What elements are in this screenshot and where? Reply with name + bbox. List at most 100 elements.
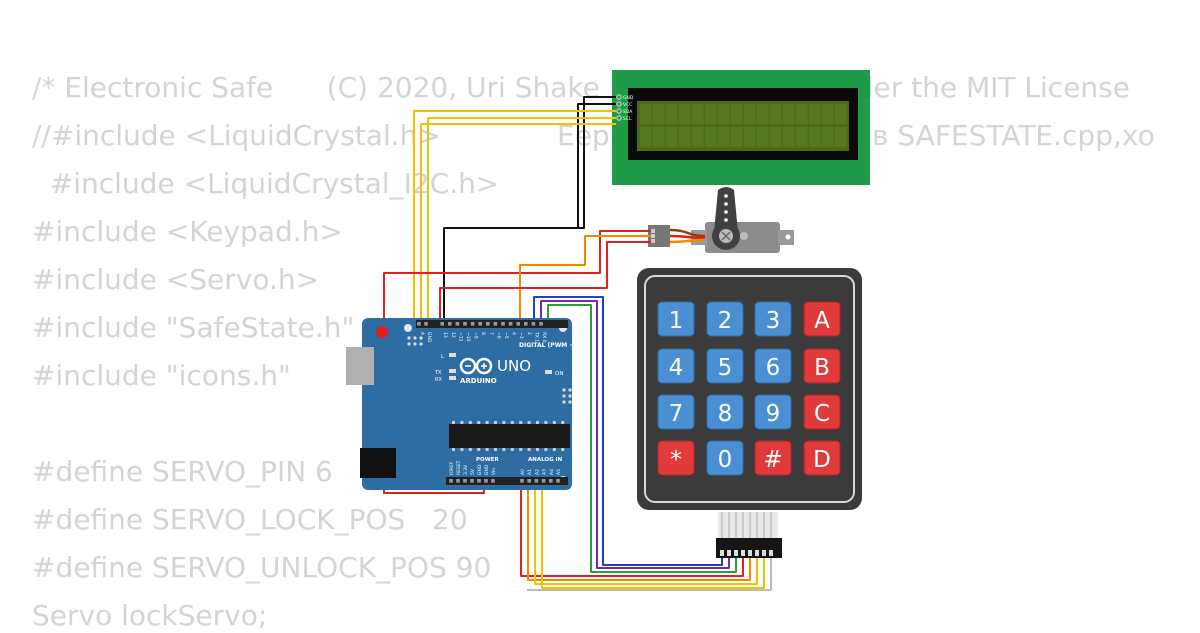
chip-pin — [510, 421, 514, 424]
keypad-key[interactable]: B — [803, 348, 841, 384]
wire-orange — [527, 482, 751, 581]
wire-yellow — [420, 123, 616, 325]
lcd-pin-label: GND — [623, 95, 634, 101]
lcd-cell — [653, 104, 665, 124]
header-pin — [524, 322, 528, 326]
key-label: B — [814, 355, 830, 381]
code-line: #include "SafeState.h" — [32, 311, 354, 345]
lcd-cell — [757, 104, 769, 124]
code-text: #include <Keypad.h> — [32, 215, 343, 248]
key-label: # — [763, 447, 782, 473]
reset-button-icon[interactable] — [376, 326, 388, 338]
keypad-key[interactable]: # — [754, 440, 792, 476]
keypad-key[interactable]: 1 — [657, 301, 695, 337]
pin-label: 12 — [450, 332, 456, 338]
servo-gear — [740, 232, 748, 240]
chip-pin — [502, 421, 506, 424]
key-cap — [657, 301, 695, 337]
pin-label: GND — [477, 464, 483, 475]
pin-label: 7 — [488, 332, 494, 335]
chip-pin — [502, 448, 506, 451]
keypad-key[interactable]: * — [657, 440, 695, 476]
header-pin — [556, 479, 560, 483]
servo-horn — [714, 187, 738, 232]
lcd-pin — [616, 94, 622, 100]
keypad-key[interactable]: 5 — [706, 348, 744, 384]
key-label: * — [670, 447, 682, 473]
keypad-key[interactable]: 6 — [754, 348, 792, 384]
icsp-header — [562, 388, 572, 404]
code-line: #define SERVO_UNLOCK_POS 90 — [32, 551, 491, 585]
chip-pin — [494, 421, 497, 424]
key-cap — [803, 348, 841, 384]
lcd-pin — [616, 101, 622, 107]
keypad-key[interactable]: A — [803, 301, 841, 337]
pin-label: RX 0 — [541, 332, 547, 343]
wire-black — [443, 96, 616, 325]
pin-label: 13 — [442, 332, 448, 338]
pin-label: IOREF — [449, 461, 455, 475]
header-pin — [449, 479, 453, 483]
servo-connector-pin — [651, 229, 655, 233]
keypad-key[interactable]: 0 — [706, 440, 744, 476]
header-pin — [493, 322, 498, 326]
lcd-cell — [744, 127, 756, 147]
code-text: #include <Servo.h> — [32, 263, 320, 296]
header-pin — [456, 479, 460, 483]
servo-lead-orange — [669, 238, 706, 244]
keypad-key[interactable]: 2 — [706, 301, 744, 337]
keypad-key[interactable]: 7 — [657, 394, 695, 430]
chip-pins — [452, 421, 565, 451]
wire-purple — [540, 300, 730, 569]
keypad-key[interactable]: C — [803, 394, 841, 430]
servo-motor[interactable] — [648, 187, 794, 253]
pin-label: A1 — [527, 469, 533, 475]
key-cap — [754, 394, 792, 430]
pin-label: 5V — [470, 468, 476, 475]
lcd-cell — [809, 127, 821, 147]
key-cap — [803, 394, 841, 430]
pin-label: A4 — [549, 469, 555, 475]
key-cap — [657, 348, 695, 384]
servo-horn-hole — [724, 194, 728, 198]
key-label: 5 — [718, 355, 733, 381]
wires — [383, 96, 772, 591]
code-text: /* Electronic Safe (C) 2020, Uri Shake — [32, 71, 600, 104]
code-text: #define SERVO_UNLOCK_POS 90 — [32, 551, 492, 584]
keypad-key[interactable]: 9 — [754, 394, 792, 430]
header-pin — [417, 322, 421, 326]
key-cap — [803, 440, 841, 476]
keypad-key[interactable]: 4 — [657, 348, 695, 384]
screw-icon — [721, 231, 731, 241]
lcd-cell — [718, 127, 730, 147]
code-text: #include <LiquidCrystal_I2C.h> — [32, 167, 500, 200]
pin-label: GND — [426, 332, 432, 343]
servo-connector-pin — [651, 239, 655, 243]
header-pin — [539, 322, 543, 326]
servo-horn-hole — [724, 210, 728, 214]
power-jack — [360, 448, 396, 478]
lcd-cell — [770, 104, 782, 124]
lcd-module[interactable]: GND VCC SDA SCL — [612, 70, 870, 185]
lcd-cell — [679, 104, 691, 124]
wire-red — [383, 230, 651, 494]
header-pin — [424, 322, 428, 326]
keypad-key[interactable]: 8 — [706, 394, 744, 430]
keypad-key[interactable]: 3 — [754, 301, 792, 337]
chip-pin — [460, 448, 464, 451]
code-text: в SAFESTATE.cpp,xo — [872, 119, 1155, 152]
lcd-cell — [744, 104, 756, 124]
servo-mount-hole — [785, 234, 791, 240]
lcd-pin-header: GND VCC SDA SCL — [616, 94, 634, 122]
chip-pin — [452, 448, 455, 451]
key-label: 8 — [718, 401, 733, 427]
key-cap — [754, 440, 792, 476]
header-pin — [531, 322, 536, 326]
led-label: TX — [434, 370, 442, 376]
pin-label: GND — [484, 464, 490, 475]
keypad-key[interactable]: D — [803, 440, 841, 476]
